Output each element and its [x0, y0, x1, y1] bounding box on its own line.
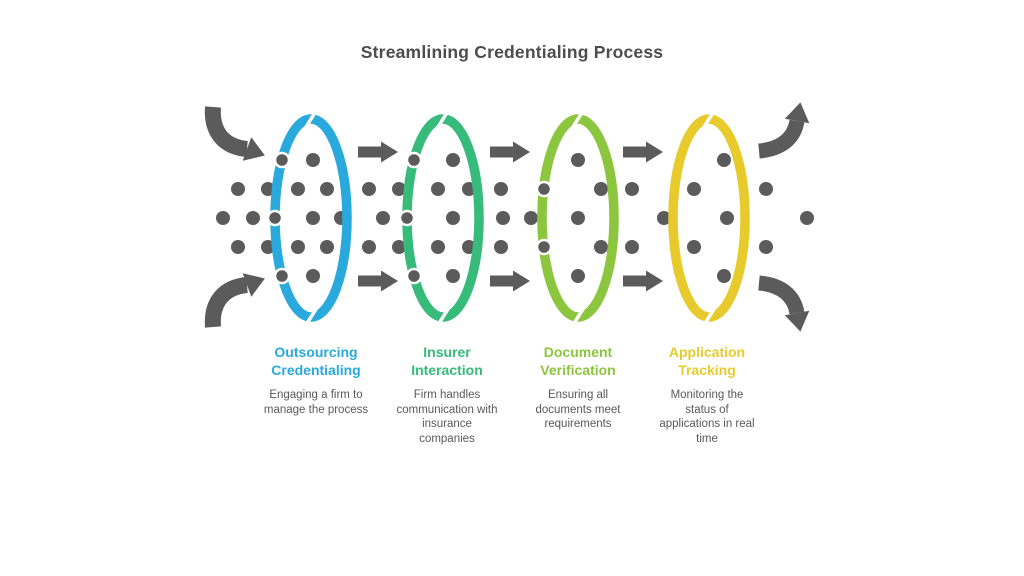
stage-column-1: Outsourcing Credentialing Engaging a fir…	[254, 343, 378, 417]
entry-arrow-top-icon	[204, 106, 265, 161]
dot-grid-on-rings	[266, 151, 553, 285]
stage-description: Engaging a firm to manage the process	[263, 389, 369, 416]
flow-arrow-icon	[490, 141, 530, 163]
ring-tip-gaps	[302, 107, 718, 329]
flow-arrows	[358, 141, 663, 292]
stage-title: Application Tracking	[668, 344, 746, 378]
stage-ring-4	[668, 114, 750, 322]
flow-arrow-icon	[358, 270, 398, 292]
page-title: Streamlining Credentialing Process	[360, 42, 664, 62]
entry-arrow-bottom-icon	[204, 273, 265, 328]
dot-grid	[216, 153, 814, 283]
stage-ring-2	[402, 114, 484, 322]
exit-arrow-top-icon	[757, 102, 810, 159]
stage-column-3: Document Verification Ensuring all docum…	[525, 343, 631, 432]
stage-title: Outsourcing Credentialing	[271, 344, 361, 378]
stage-column-4: Application Tracking Monitoring the stat…	[651, 343, 763, 446]
stage-description: Firm handles communication with insuranc…	[396, 389, 498, 445]
flow-arrow-icon	[490, 270, 530, 292]
flow-arrow-icon	[623, 270, 663, 292]
stage-title: Document Verification	[540, 344, 616, 378]
exit-arrow-bottom-icon	[757, 275, 810, 332]
stage-description: Monitoring the status of applications in…	[659, 389, 755, 445]
flow-arrow-icon	[623, 141, 663, 163]
stage-description: Ensuring all documents meet requirements	[535, 389, 621, 430]
stage-title: Insurer Interaction	[411, 344, 483, 378]
flow-arrow-icon	[358, 141, 398, 163]
stage-column-2: Insurer Interaction Firm handles communi…	[389, 343, 505, 446]
